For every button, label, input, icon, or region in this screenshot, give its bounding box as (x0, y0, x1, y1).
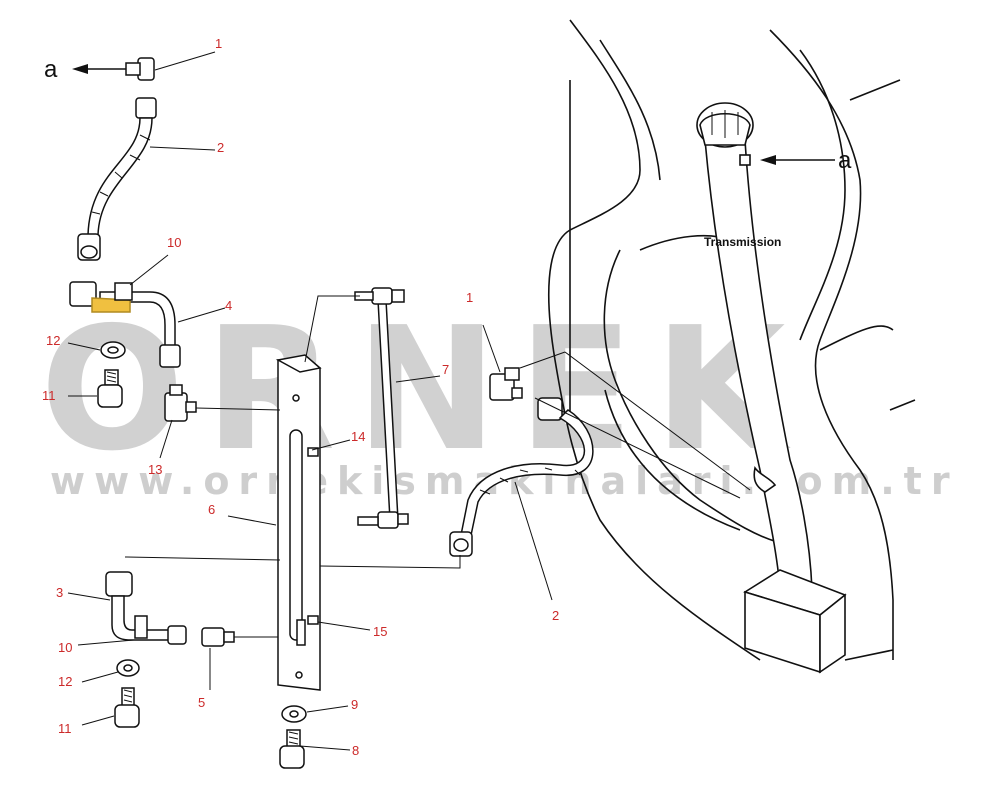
fittings-bottom (279, 705, 307, 769)
label-part-3: 3 (56, 585, 63, 600)
arrow-a-top-left: a (44, 56, 126, 83)
label-part-13: 13 (148, 462, 162, 477)
hose-2-lower (449, 367, 594, 557)
arrow-letter-top-left: a (44, 56, 58, 83)
label-part-1-mid: 1 (466, 290, 473, 305)
filler-tube (696, 102, 813, 591)
label-part-1-top: 1 (215, 36, 222, 51)
part-labels: 1 2 10 4 12 11 13 6 7 14 1 3 10 12 11 5 … (42, 36, 559, 758)
label-part-15: 15 (373, 624, 387, 639)
label-part-12-top: 12 (46, 333, 60, 348)
label-part-2-top: 2 (217, 140, 224, 155)
fittings-upper (97, 341, 197, 422)
label-part-14: 14 (351, 429, 365, 444)
tube-7 (354, 287, 409, 529)
tube-4 (69, 281, 181, 368)
label-part-10-top: 10 (167, 235, 181, 250)
label-part-2-lower: 2 (552, 608, 559, 623)
transmission-housing (547, 19, 916, 661)
label-part-4: 4 (225, 298, 232, 313)
arrow-letter-right: a (838, 147, 852, 174)
label-part-5: 5 (198, 695, 205, 710)
arrow-a-right: a (760, 147, 852, 174)
connection-lines (124, 295, 751, 638)
label-part-11-top: 11 (42, 388, 56, 403)
fittings-lower (105, 571, 235, 728)
label-part-12-bottom: 12 (58, 674, 72, 689)
callout-transmission: Transmission (704, 235, 781, 249)
label-part-6: 6 (208, 502, 215, 517)
bracket-6 (275, 354, 322, 691)
label-part-8: 8 (352, 743, 359, 758)
label-part-9: 9 (351, 697, 358, 712)
leader-lines (67, 51, 553, 751)
hose-2-upper (77, 57, 157, 261)
label-part-10-bottom: 10 (58, 640, 72, 655)
transmission-base (743, 569, 847, 674)
label-part-7: 7 (442, 362, 449, 377)
label-part-11-bottom: 11 (58, 721, 72, 736)
